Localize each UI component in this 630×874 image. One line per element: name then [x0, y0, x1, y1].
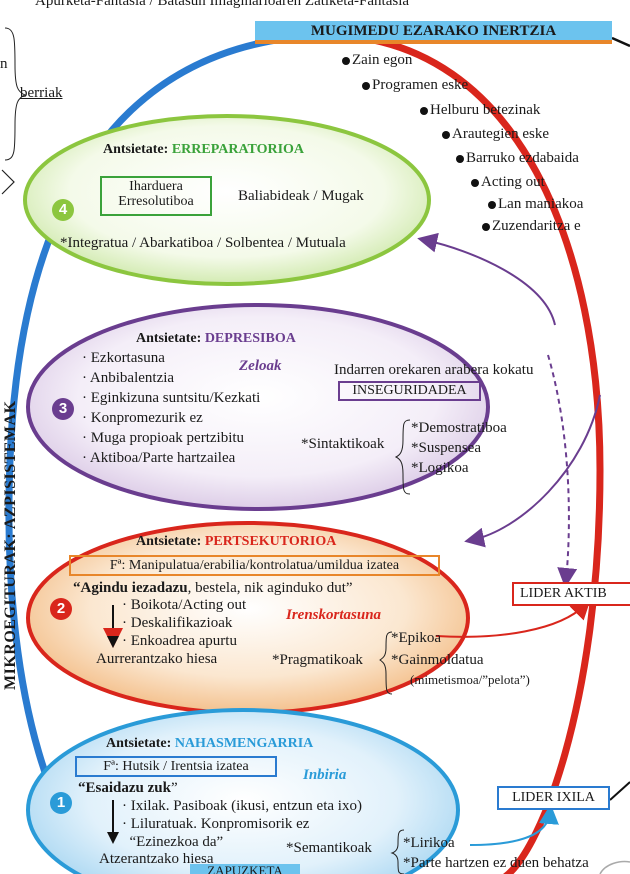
heading-name: ERREPARATORIOA	[171, 142, 305, 157]
zapuzketa-tab: ZAPUZKETA	[190, 864, 300, 874]
syntactic-item: *Demostratiboa	[411, 420, 507, 436]
heading-name: NAHASMENGARRIA	[174, 736, 314, 751]
list-item: “Ezinezkoa da”	[122, 834, 224, 850]
semantic-item: *Parte hartzen ez duen behatza	[403, 855, 589, 871]
brace-pragmatikoak	[379, 631, 393, 695]
syntactic-item: *Logikoa	[411, 460, 469, 476]
bullet-item: Arautegien eske	[452, 126, 550, 142]
left-fragment: n	[0, 56, 8, 72]
semantikoak-label: *Semantikoak	[286, 840, 372, 856]
arrow-to-erreparatorioa	[417, 232, 556, 326]
ellipse-depresiboa	[26, 303, 490, 511]
arrow-to-pertsekutorioa	[464, 394, 601, 548]
zeloak-label: Zeloak	[239, 358, 282, 374]
arrow-epikoa-lider	[435, 599, 591, 638]
syntactic-item: *Suspensea	[411, 440, 481, 456]
quote-rest: , bestela, nik aginduko dut”	[187, 580, 353, 596]
list-item: · Aktiboa/Parte hartzailea	[82, 450, 236, 466]
bullet-item: Acting out	[481, 174, 545, 190]
iharduera-box: Iharduera Erresolutiboa	[100, 176, 212, 216]
semantic-item: *Lirikoa	[403, 835, 455, 851]
left-new-label: berriak	[20, 85, 63, 101]
heading-depresiboa: Antsietate: DEPRESIBOA	[136, 332, 296, 346]
footer-erreparatorioa: *Integratua / Abarkatiboa / Solbentea / …	[60, 235, 346, 251]
left-brace	[4, 27, 27, 161]
bullet-dots	[342, 57, 496, 231]
pragmatic-item: *Epikoa	[391, 630, 441, 646]
bottom-curl	[599, 860, 630, 874]
bullet-item: Zuzendaritza e	[492, 218, 581, 234]
number-badge-4: 4	[52, 199, 74, 221]
pragmatic-item: *Gainmoldatua	[391, 652, 484, 668]
fa-box-nahasmengarria: Fª: Hutsik / Irentsia izatea	[75, 756, 277, 777]
heading-pertsekutorioa: Antsietate: PERTSEKUTORIOA	[136, 535, 336, 549]
backward-label: Atzerantzako hiesa	[99, 851, 214, 867]
pragmatic-note: (mimetismoa/”pelota”)	[410, 672, 530, 687]
quote-rest: ”	[170, 780, 178, 796]
number-badge-1: 1	[50, 792, 72, 814]
list-item: · Boikota/Acting out	[122, 597, 247, 613]
heading-erreparatorioa: Antsietate: ERREPARATORIOA	[103, 143, 304, 157]
inbiria-label: Inbiria	[303, 767, 347, 783]
heading-prefix: Antsietate:	[106, 736, 172, 751]
heading-name: DEPRESIBOA	[204, 331, 296, 346]
list-item: · Anbibalentzia	[82, 370, 175, 386]
list-item: · Ezkortasuna	[82, 350, 165, 366]
top-caption: Apurketa-Fantasia / Batasun Imaginarioar…	[35, 0, 410, 9]
brace-semantikoak	[390, 829, 405, 874]
bullet-item: Helburu betezinak	[430, 102, 541, 118]
quote-nahasmengarria: “Esaidazu zuk”	[78, 781, 178, 796]
lider-aktib-box: LIDER AKTIB	[512, 582, 630, 606]
number-badge-3: 3	[52, 398, 74, 420]
arrow-lirikoa-lider	[469, 804, 559, 846]
resources-label: Baliabideak / Mugak	[238, 188, 364, 204]
list-item: · Ixilak. Pasiboak (ikusi, entzun eta ix…	[122, 798, 362, 814]
quote-pertsekutorioa: “Agindu iezadazu, bestela, nik aginduko …	[73, 581, 353, 596]
title-banner: MUGIMEDU EZARAKO INERTZIA	[255, 21, 612, 44]
pragmatikoak-label: *Pragmatikoak	[272, 652, 363, 668]
irenskortasuna-label: Irenskortasuna	[286, 607, 382, 623]
fa-box-pertsekutorioa: Fª: Manipulatua/erabilia/kontrolatua/umi…	[69, 555, 440, 576]
forward-label: Aurrerantzako hiesa	[96, 651, 218, 667]
bullet-item: Programen eske	[372, 77, 469, 93]
banner-pointer	[611, 36, 630, 48]
box-line: Iharduera	[129, 179, 183, 194]
ellipse-nahasmengarria	[26, 708, 460, 874]
lider-ixila-box: LIDER IXILA	[497, 786, 610, 810]
brace-sintaktikoak	[394, 419, 411, 495]
list-item: · Muga propioak pertzibitu	[82, 430, 245, 446]
dashed-to-lider	[547, 354, 578, 588]
bullet-item: Zain egon	[352, 52, 413, 68]
heading-nahasmengarria: Antsietate: NAHASMENGARRIA	[106, 737, 313, 751]
quote-bold: “Agindu iezadazu	[73, 580, 188, 596]
heading-prefix: Antsietate:	[136, 331, 202, 346]
quote-bold: “Esaidazu zuk	[78, 780, 171, 796]
bullet-item: Lan maniakoa	[498, 196, 584, 212]
ellipse-erreparatorioa	[23, 114, 431, 286]
vertical-title: MIKROEGITURAK: AZPISISTEMAK	[2, 400, 19, 690]
sintaktikoak-label: *Sintaktikoak	[301, 436, 385, 452]
list-item: · Enkoadrea apurtu	[122, 633, 237, 649]
list-item: · Deskalifikazioak	[122, 615, 233, 631]
left-arrowhead	[1, 169, 15, 195]
heading-prefix: Antsietate:	[103, 142, 169, 157]
bullet-item: Barruko ezdabaida	[466, 150, 579, 166]
list-item: · Liluratuak. Konpromisorik ez	[122, 816, 310, 832]
number-badge-2: 2	[50, 598, 72, 620]
box-line: Erresolutiboa	[118, 193, 194, 209]
heading-prefix: Antsietate:	[136, 534, 202, 549]
list-item: · Konpromezurik ez	[82, 410, 203, 426]
ellipse-pertsekutorioa	[26, 521, 470, 715]
lider-ixila-pointer	[609, 781, 630, 801]
heading-name: PERTSEKUTORIOA	[204, 534, 337, 549]
list-item: · Eginkizuna suntsitu/Kezkati	[82, 390, 261, 406]
inseguridadea-box: INSEGURIDADEA	[338, 381, 481, 401]
force-note: Indarren orekaren arabera kokatu	[334, 362, 534, 378]
